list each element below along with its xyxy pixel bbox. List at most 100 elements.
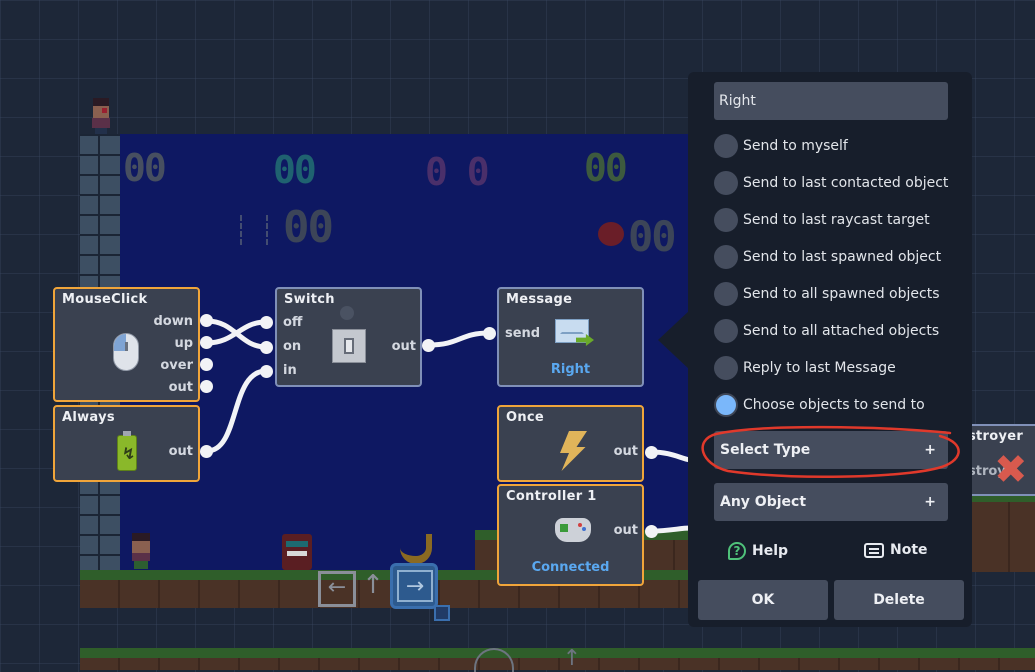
ammo-counter: 00 bbox=[283, 202, 334, 253]
ground-platform-bottom bbox=[80, 648, 1035, 670]
option-label: Reply to last Message bbox=[743, 360, 896, 376]
option-reply-to-last-message[interactable]: Reply to last Message bbox=[714, 354, 896, 382]
light-switch-icon bbox=[332, 329, 366, 363]
player-sprite-ground[interactable] bbox=[128, 533, 154, 569]
port-label-out: out bbox=[613, 523, 638, 538]
radio-button[interactable] bbox=[714, 134, 738, 158]
radio-button[interactable] bbox=[714, 356, 738, 380]
option-label: Send to last raycast target bbox=[743, 212, 930, 228]
any-object-button[interactable]: Any Object + bbox=[714, 483, 948, 521]
message-name-input[interactable] bbox=[714, 82, 948, 120]
radio-button[interactable] bbox=[714, 282, 738, 306]
once-node[interactable]: Once out bbox=[497, 405, 644, 482]
message-node[interactable]: Message send Right bbox=[497, 287, 644, 387]
plus-icon: + bbox=[924, 494, 936, 510]
player-sprite[interactable] bbox=[88, 98, 114, 134]
port-label-off: off bbox=[283, 315, 303, 330]
ground-platform-far-right bbox=[970, 492, 1035, 572]
note-link[interactable]: Note bbox=[864, 542, 928, 558]
option-send-to-last-contacted[interactable]: Send to last contacted object bbox=[714, 169, 948, 197]
mouseclick-down-port[interactable] bbox=[200, 314, 213, 327]
radio-button[interactable] bbox=[714, 208, 738, 232]
port-label-out: out bbox=[168, 380, 193, 395]
option-send-to-all-spawned[interactable]: Send to all spawned objects bbox=[714, 280, 940, 308]
status-indicator bbox=[340, 306, 354, 320]
resize-handle[interactable] bbox=[434, 605, 450, 621]
port-label-on: on bbox=[283, 339, 302, 354]
controller-node[interactable]: Controller 1 out Connected bbox=[497, 484, 644, 586]
apple-icon bbox=[598, 222, 624, 246]
port-label-over: over bbox=[160, 358, 193, 373]
node-title: Always bbox=[62, 410, 115, 425]
port-label-up: up bbox=[174, 336, 193, 351]
port-label-destroy: stroy bbox=[968, 464, 1006, 479]
node-title: Once bbox=[506, 410, 545, 425]
note-icon bbox=[864, 542, 884, 558]
arrow-left-tool-icon[interactable]: ← bbox=[318, 571, 356, 607]
x-icon: ✖ bbox=[994, 447, 1028, 493]
select-type-button[interactable]: Select Type + bbox=[714, 431, 948, 469]
delete-button[interactable]: Delete bbox=[834, 580, 964, 620]
radio-button[interactable] bbox=[714, 245, 738, 269]
score-display-3: 0 0 bbox=[425, 150, 490, 194]
option-label: Choose objects to send to bbox=[743, 397, 925, 413]
option-label: Send to all attached objects bbox=[743, 323, 940, 339]
option-choose-objects[interactable]: Choose objects to send to bbox=[714, 391, 925, 419]
radio-button[interactable] bbox=[714, 319, 738, 343]
apple-counter: 00 bbox=[628, 212, 677, 261]
node-title: Switch bbox=[284, 292, 335, 307]
radio-button-checked[interactable] bbox=[714, 393, 738, 417]
select-type-label: Select Type bbox=[720, 442, 811, 458]
node-title: MouseClick bbox=[62, 292, 148, 307]
score-display-1: 00 bbox=[123, 146, 167, 190]
arrow-up-tool-icon[interactable]: ↑ bbox=[362, 570, 384, 600]
arrow-up-sprite: ↑ bbox=[562, 646, 582, 671]
option-send-to-last-raycast[interactable]: Send to last raycast target bbox=[714, 206, 930, 234]
option-label: Send to all spawned objects bbox=[743, 286, 940, 302]
help-icon: ? bbox=[728, 542, 746, 560]
port-label-send: send bbox=[505, 326, 541, 341]
gamepad-icon bbox=[555, 518, 591, 542]
help-link[interactable]: ? Help bbox=[728, 542, 788, 560]
switch-node[interactable]: Switch off on in out bbox=[275, 287, 422, 387]
mouseclick-out-port[interactable] bbox=[200, 380, 213, 393]
help-label: Help bbox=[752, 543, 789, 559]
switch-out-port[interactable] bbox=[422, 339, 435, 352]
port-label-down: down bbox=[153, 314, 193, 329]
controller-out-port[interactable] bbox=[645, 525, 658, 538]
option-label: Send to last spawned object bbox=[743, 249, 942, 265]
mouseclick-up-port[interactable] bbox=[200, 336, 213, 349]
score-display-4: 00 bbox=[584, 146, 628, 190]
radio-button[interactable] bbox=[714, 171, 738, 195]
port-label-out: out bbox=[391, 339, 416, 354]
message-properties-popup: Send to myself Send to last contacted ob… bbox=[688, 72, 972, 627]
monster-sprite[interactable] bbox=[282, 534, 312, 570]
envelope-icon bbox=[555, 319, 594, 346]
option-label: Send to last contacted object bbox=[743, 175, 949, 191]
ammo-icon bbox=[240, 215, 268, 245]
score-display-2: 00 bbox=[273, 148, 317, 192]
switch-off-port[interactable] bbox=[260, 316, 273, 329]
option-send-to-last-spawned[interactable]: Send to last spawned object bbox=[714, 243, 941, 271]
switch-on-port[interactable] bbox=[260, 341, 273, 354]
option-send-to-myself[interactable]: Send to myself bbox=[714, 132, 848, 160]
popup-pointer bbox=[658, 310, 690, 370]
always-node[interactable]: Always ↯ out bbox=[53, 405, 200, 482]
message-send-port[interactable] bbox=[483, 327, 496, 340]
node-title: Controller 1 bbox=[506, 489, 597, 504]
message-subtitle: Right bbox=[550, 362, 591, 377]
option-send-to-all-attached[interactable]: Send to all attached objects bbox=[714, 317, 939, 345]
arrow-right-tool-selected[interactable]: → bbox=[390, 563, 438, 609]
switch-in-port[interactable] bbox=[260, 365, 273, 378]
once-out-port[interactable] bbox=[645, 446, 658, 459]
mouseclick-node[interactable]: MouseClick down up over out bbox=[53, 287, 200, 402]
option-label: Send to myself bbox=[743, 138, 848, 154]
banana-sprite[interactable] bbox=[400, 534, 432, 564]
any-object-label: Any Object bbox=[720, 494, 807, 510]
ok-button[interactable]: OK bbox=[698, 580, 828, 620]
port-label-out: out bbox=[613, 444, 638, 459]
battery-icon: ↯ bbox=[117, 431, 137, 471]
port-label-out: out bbox=[168, 444, 193, 459]
always-out-port[interactable] bbox=[200, 445, 213, 458]
mouseclick-over-port[interactable] bbox=[200, 358, 213, 371]
